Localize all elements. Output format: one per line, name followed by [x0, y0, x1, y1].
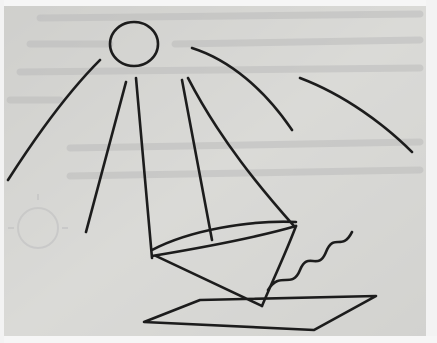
left-border [0, 0, 4, 343]
right-border [426, 0, 437, 343]
bottom-border [0, 336, 437, 343]
top-border [0, 0, 437, 6]
